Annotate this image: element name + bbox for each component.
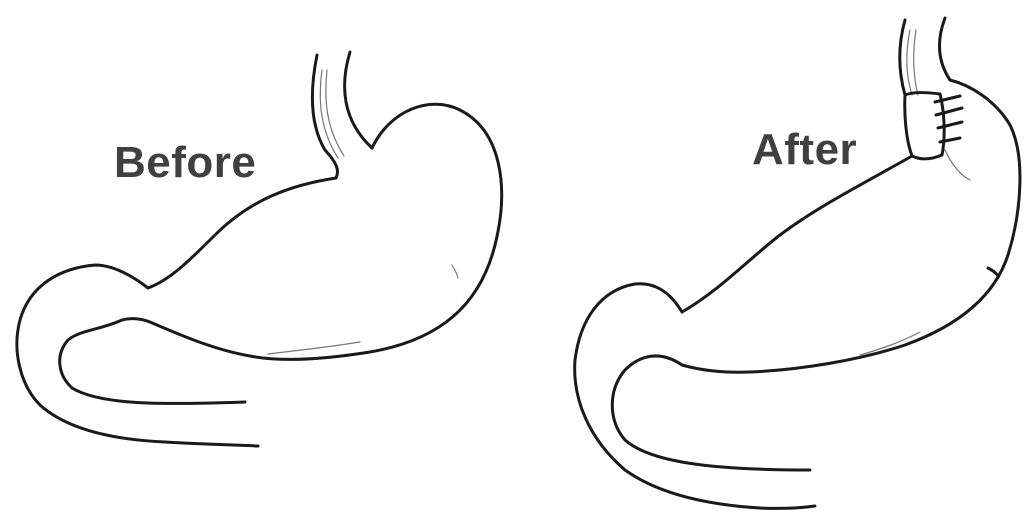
after-esophagus-right-wall: [939, 18, 950, 80]
after-stitch-2: [936, 108, 962, 115]
after-stitch-3: [938, 122, 962, 128]
before-esophagus-right-wall: [345, 52, 372, 148]
before-duodenum-inner: [60, 320, 245, 404]
before-lesser-curvature: [17, 178, 336, 446]
after-esophagus-inner-line-2: [914, 30, 918, 95]
before-side-mark: [452, 265, 458, 278]
before-esophagus-left-wall: [312, 55, 337, 178]
after-label: After: [752, 125, 857, 175]
after-lesser-curvature: [575, 156, 912, 508]
before-esophagus-inner-line-2: [326, 70, 344, 156]
after-stomach: [575, 18, 1020, 508]
before-label: Before: [114, 138, 256, 188]
after-esophagus-left-wall: [900, 20, 905, 95]
after-side-mark: [988, 268, 998, 276]
after-esophagus-inner-line: [907, 30, 912, 95]
after-stitch-1: [935, 96, 960, 102]
after-duodenum-inner: [612, 356, 810, 470]
after-fundus-greater-curvature: [682, 80, 1020, 372]
before-stomach: [17, 52, 502, 446]
after-hidden-esophagus-line: [945, 150, 970, 180]
before-shadow-mark: [268, 342, 360, 354]
